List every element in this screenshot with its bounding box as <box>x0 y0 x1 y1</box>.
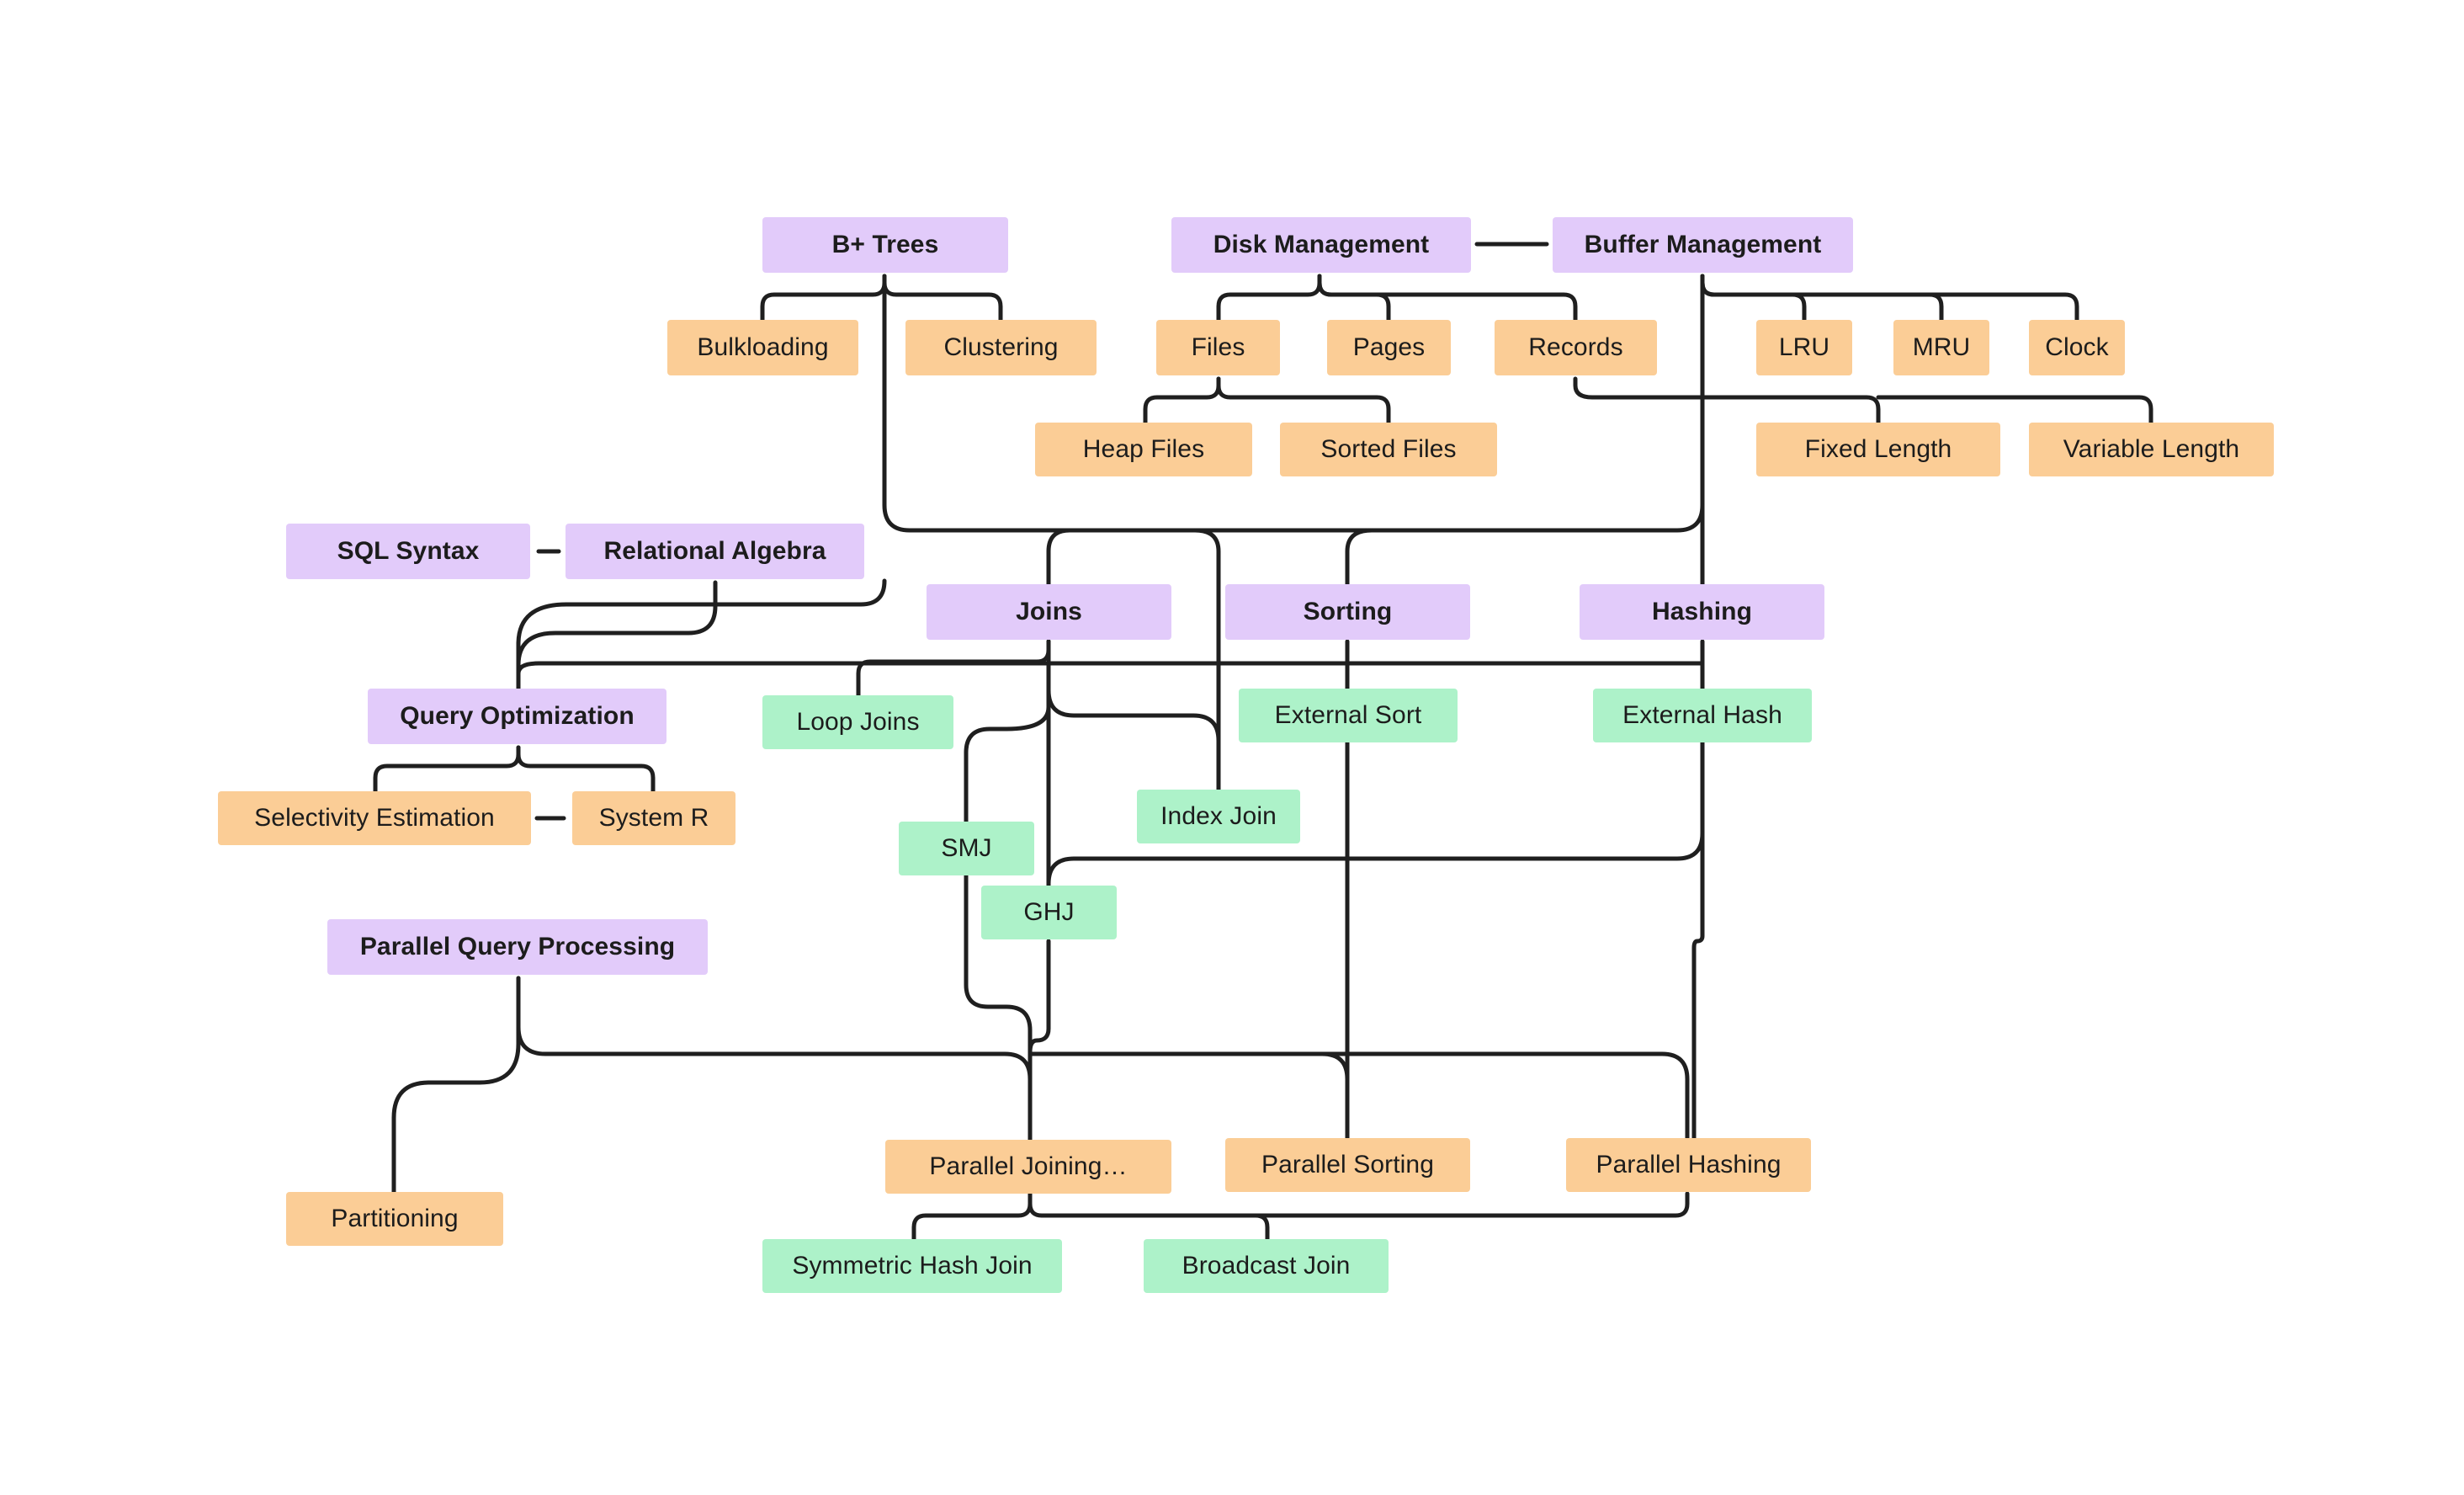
node-query-optimization[interactable]: Query Optimization <box>368 689 666 744</box>
edge-btrees-qo <box>516 578 887 691</box>
node-relational-algebra[interactable]: Relational Algebra <box>566 524 864 579</box>
node-joins[interactable]: Joins <box>927 584 1171 640</box>
edge-joins-smj <box>964 639 1051 824</box>
edge-btrees-clustering <box>882 274 1003 322</box>
node-b-trees[interactable]: B+ Trees <box>762 217 1008 273</box>
node-hashing[interactable]: Hashing <box>1580 584 1824 640</box>
node-external-sort[interactable]: External Sort <box>1239 689 1458 742</box>
node-heap-files[interactable]: Heap Files <box>1035 423 1252 476</box>
edge-pqp-parsort <box>1028 1051 1350 1141</box>
edge-qo-selectivity <box>373 745 521 794</box>
edge-ra-qo <box>516 580 718 668</box>
edge-joins-indexjoin-branch <box>1192 528 1221 792</box>
node-mru[interactable]: MRU <box>1893 320 1989 375</box>
edge-btrees-bulkloading <box>760 274 887 322</box>
node-variable-length[interactable]: Variable Length <box>2029 423 2274 476</box>
node-partitioning[interactable]: Partitioning <box>286 1192 503 1246</box>
node-sql-syntax[interactable]: SQL Syntax <box>286 524 530 579</box>
node-files[interactable]: Files <box>1156 320 1280 375</box>
node-smj[interactable]: SMJ <box>899 822 1034 875</box>
edge-buffer-clock <box>1700 274 2079 322</box>
edge-disk-records <box>1317 274 1578 322</box>
edge-pqp-parhash <box>1320 1051 1690 1141</box>
node-clock[interactable]: Clock <box>2029 320 2125 375</box>
node-lru[interactable]: LRU <box>1756 320 1852 375</box>
node-ghj[interactable]: GHJ <box>981 886 1117 939</box>
node-buffer-management[interactable]: Buffer Management <box>1553 217 1853 273</box>
edge-files-sorted <box>1216 376 1391 425</box>
edge-buffer-lru <box>1700 274 1807 322</box>
node-external-hash[interactable]: External Hash <box>1593 689 1812 742</box>
edge-exthash-parhash <box>1691 831 1705 1141</box>
node-clustering[interactable]: Clustering <box>905 320 1097 375</box>
node-parallel-joining[interactable]: Parallel Joining… <box>885 1140 1171 1194</box>
node-symmetric-hash-join[interactable]: Symmetric Hash Join <box>762 1239 1062 1293</box>
node-disk-management[interactable]: Disk Management <box>1171 217 1471 273</box>
edge-pqp-partitioning <box>391 976 521 1194</box>
node-fixed-length[interactable]: Fixed Length <box>1756 423 2000 476</box>
node-sorted-files[interactable]: Sorted Files <box>1280 423 1497 476</box>
node-parallel-sorting[interactable]: Parallel Sorting <box>1225 1138 1470 1192</box>
edge-pqp-parjoin <box>516 976 1033 1142</box>
edge-disk-pages <box>1317 274 1391 322</box>
edge-joins-index <box>1046 639 1221 792</box>
node-broadcast-join[interactable]: Broadcast Join <box>1144 1239 1389 1293</box>
node-parallel-hashing[interactable]: Parallel Hashing <box>1566 1138 1811 1192</box>
node-system-r[interactable]: System R <box>572 791 735 845</box>
node-selectivity-estimation[interactable]: Selectivity Estimation <box>218 791 531 845</box>
edge-disk-files <box>1216 274 1322 322</box>
edge-buffer-sorting <box>1345 528 1374 587</box>
edge-ops-qo <box>516 661 1705 691</box>
edge-records-variable <box>1876 395 2153 425</box>
node-index-join[interactable]: Index Join <box>1137 790 1300 843</box>
node-loop-joins[interactable]: Loop Joins <box>762 695 953 749</box>
edge-parjoin-symmetric <box>911 1191 1033 1242</box>
edge-parjoin-broadcast <box>1028 1191 1270 1242</box>
node-bulkloading[interactable]: Bulkloading <box>667 320 858 375</box>
edge-qo-systemr <box>516 745 656 794</box>
node-sorting[interactable]: Sorting <box>1225 584 1470 640</box>
edge-files-heap <box>1143 376 1221 425</box>
edge-buffer-mru <box>1700 274 1944 322</box>
node-pages[interactable]: Pages <box>1327 320 1451 375</box>
edge-buffer-joins <box>1067 274 1705 533</box>
edge-parhash-parjoin-children <box>1039 1191 1690 1218</box>
node-parallel-query-processing[interactable]: Parallel Query Processing <box>327 919 708 975</box>
edge-joins-loop <box>856 639 1051 698</box>
edge-ghj-parjoin <box>1028 939 1051 1055</box>
node-records[interactable]: Records <box>1495 320 1657 375</box>
edge-records-fixed <box>1573 376 1881 425</box>
